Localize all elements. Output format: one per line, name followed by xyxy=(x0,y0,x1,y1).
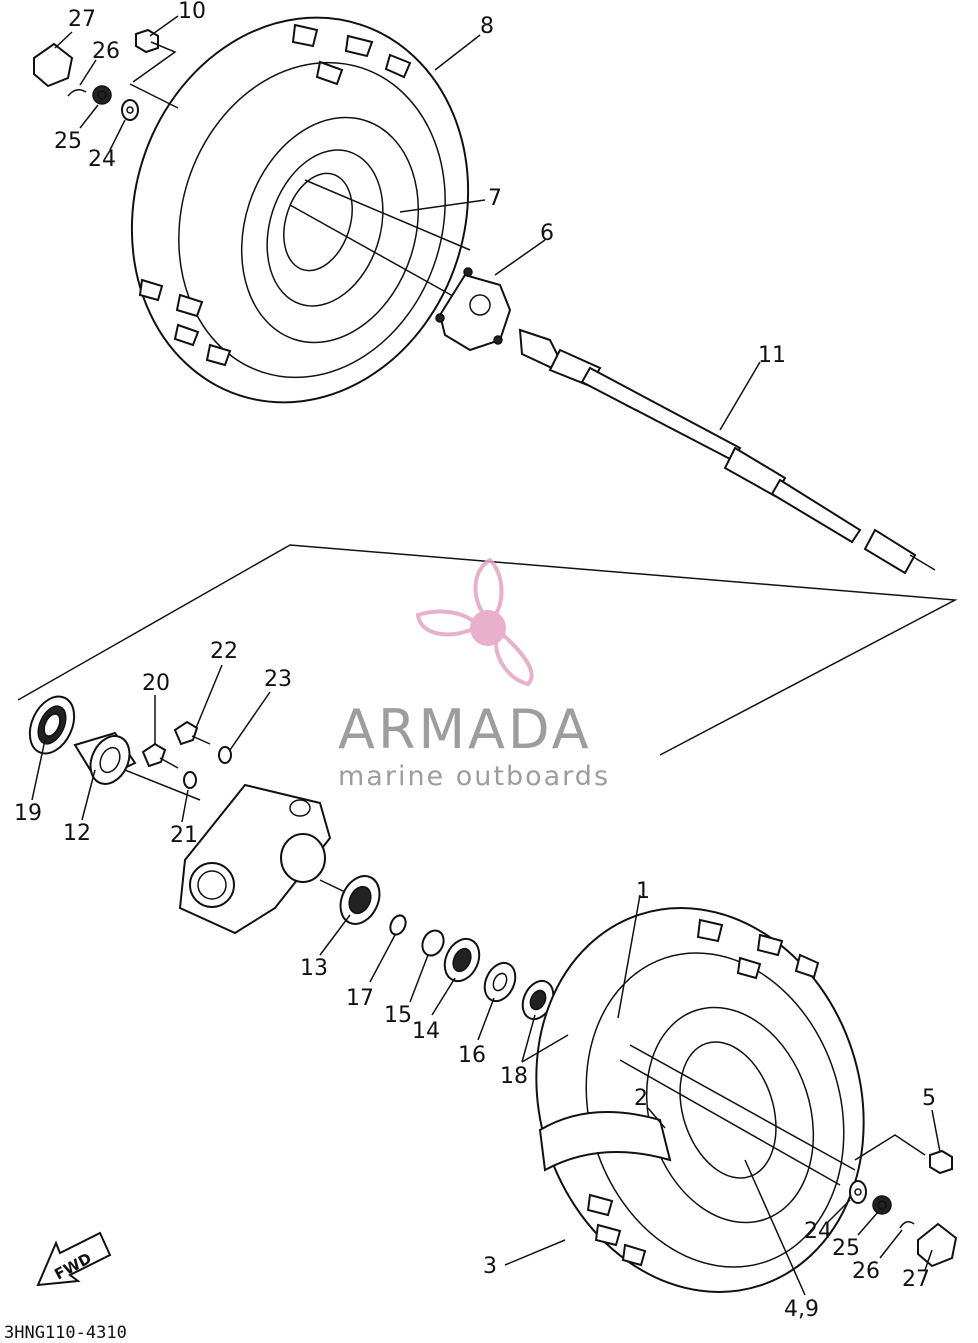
label-part-16: 16 xyxy=(458,1043,486,1068)
o-ring-17 xyxy=(389,914,407,936)
label-part-2: 2 xyxy=(634,1086,648,1111)
bearing-12 xyxy=(73,731,137,785)
bottom-wheel-tire xyxy=(535,907,865,1293)
top-small-hardware xyxy=(33,28,179,121)
drawing-code: 3HNG110-4310 xyxy=(4,1323,127,1343)
label-part-1: 1 xyxy=(636,879,650,904)
label-part-25-bottom: 25 xyxy=(832,1236,860,1261)
label-part-27-bottom: 27 xyxy=(902,1267,930,1292)
label-part-3: 3 xyxy=(483,1254,497,1279)
washer-23 xyxy=(218,746,232,764)
watermark-tagline: marine outboards xyxy=(338,761,610,792)
leader-lines xyxy=(31,15,941,1296)
label-part-10: 10 xyxy=(178,0,206,24)
top-wheel-tire xyxy=(130,16,470,404)
label-part-24-bottom: 24 xyxy=(804,1219,832,1244)
label-part-25-top: 25 xyxy=(54,129,82,154)
label-part-5: 5 xyxy=(922,1086,936,1111)
forward-direction-arrow: FWD xyxy=(36,1231,112,1287)
label-part-4-9: 4,9 xyxy=(784,1297,819,1322)
label-part-11: 11 xyxy=(758,343,786,368)
label-part-19: 19 xyxy=(14,801,42,826)
label-part-23: 23 xyxy=(264,667,292,692)
label-part-12: 12 xyxy=(63,821,91,846)
label-part-26-bottom: 26 xyxy=(852,1259,880,1284)
label-part-18: 18 xyxy=(500,1064,528,1089)
label-part-13: 13 xyxy=(300,956,328,981)
label-part-26-top: 26 xyxy=(92,39,120,64)
bolt-20 xyxy=(141,742,179,769)
label-part-20: 20 xyxy=(142,671,170,696)
seal-19 xyxy=(28,695,76,755)
seal-13 xyxy=(339,875,381,925)
label-part-8: 8 xyxy=(480,14,494,39)
label-part-22: 22 xyxy=(210,639,238,664)
propeller-logo-icon xyxy=(415,557,534,687)
assembly-group-outline xyxy=(17,544,958,756)
bolt-22 xyxy=(173,720,211,746)
part-labels: 1 2 3 4,9 5 6 7 8 10 11 12 13 14 15 16 1… xyxy=(14,0,936,1322)
label-part-21: 21 xyxy=(170,823,198,848)
collar-15 xyxy=(421,929,445,957)
washer-21 xyxy=(183,771,197,789)
label-part-6: 6 xyxy=(540,221,554,246)
armada-watermark: ARMADA marine outboards xyxy=(338,557,610,792)
label-part-27-top: 27 xyxy=(68,7,96,32)
label-part-24-top: 24 xyxy=(88,147,116,172)
drive-shaft xyxy=(518,328,936,575)
bottom-small-hardware xyxy=(849,1134,958,1268)
bearing-14 xyxy=(443,937,481,983)
gear-case xyxy=(178,783,332,935)
hub-flange-top xyxy=(435,267,512,352)
spacer-16 xyxy=(483,961,517,1003)
label-part-15: 15 xyxy=(384,1003,412,1028)
watermark-brand: ARMADA xyxy=(338,698,592,761)
label-part-17: 17 xyxy=(346,986,374,1011)
label-part-14: 14 xyxy=(412,1019,440,1044)
label-part-7: 7 xyxy=(488,186,502,211)
